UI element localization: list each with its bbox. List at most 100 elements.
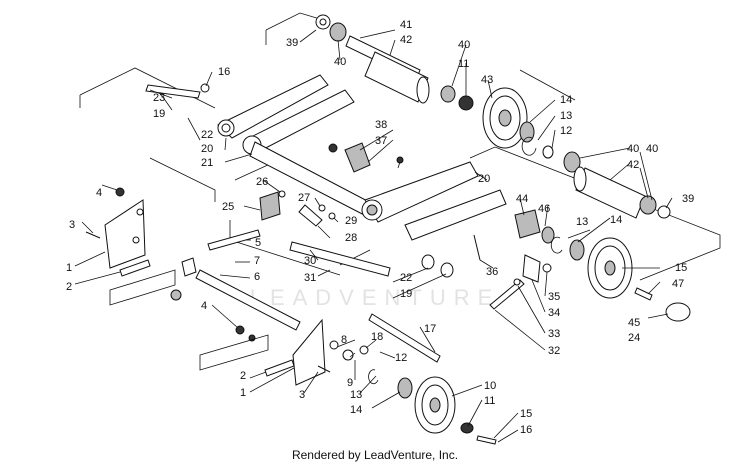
upper-arm-assembly xyxy=(145,74,507,241)
shaft-5 xyxy=(207,229,261,251)
nut-4-upper xyxy=(115,187,125,197)
callout-37: 37 xyxy=(375,135,387,147)
callout-19-right: 19 xyxy=(400,288,412,300)
callout-9: 9 xyxy=(347,377,353,389)
callout-1-upper: 1 xyxy=(66,262,72,274)
bolt-47 xyxy=(634,287,653,301)
callout-3-lower: 3 xyxy=(299,389,305,401)
callout-12-lower: 12 xyxy=(395,352,407,364)
callout-20-right: 20 xyxy=(478,173,490,185)
callout-40-mid: 40 xyxy=(458,39,470,51)
bracket-2-upper xyxy=(119,259,151,277)
callout-39-right: 39 xyxy=(682,193,694,205)
washer-8 xyxy=(329,340,339,350)
arm-20-lower xyxy=(404,189,507,241)
lower-idler-assembly xyxy=(329,340,497,445)
callout-11-lower: 11 xyxy=(484,395,495,407)
nut-11-lower xyxy=(460,422,474,434)
bolt-3-upper xyxy=(85,231,101,239)
callout-38: 38 xyxy=(375,119,387,131)
callout-10: 10 xyxy=(484,380,496,392)
bracket-2-lower xyxy=(264,359,295,377)
snap-ring-13-top xyxy=(521,136,537,156)
callout-19-left: 19 xyxy=(153,108,165,120)
callout-18: 18 xyxy=(371,331,383,343)
spacer-19-right xyxy=(440,262,454,278)
callout-3-upper: 3 xyxy=(69,219,75,231)
bolt-16-lower xyxy=(476,435,497,445)
nut-27 xyxy=(318,204,326,212)
callout-47: 47 xyxy=(672,278,684,290)
callout-34: 34 xyxy=(548,307,560,319)
washer-12-top xyxy=(542,145,554,159)
callout-43: 43 xyxy=(481,74,493,86)
top-roller-assembly xyxy=(315,14,554,159)
callout-20-left: 20 xyxy=(201,143,213,155)
callout-22-left: 22 xyxy=(201,129,213,141)
callout-42-top: 42 xyxy=(400,34,412,46)
callout-41: 41 xyxy=(400,19,412,31)
callout-21: 21 xyxy=(201,157,213,169)
washer-33 xyxy=(513,278,521,286)
roller-tube-42 xyxy=(575,167,646,219)
callout-29: 29 xyxy=(345,215,357,227)
callout-32: 32 xyxy=(548,345,560,357)
nut-35 xyxy=(542,263,552,273)
callout-5: 5 xyxy=(255,237,261,249)
spacer-44 xyxy=(514,209,541,239)
callout-45: 45 xyxy=(628,317,640,329)
callout-1-lower: 1 xyxy=(240,387,246,399)
bearing-40-right-b xyxy=(639,195,657,215)
bracket-1-lower xyxy=(292,318,326,386)
right-roller-assembly xyxy=(563,151,671,219)
callout-28: 28 xyxy=(345,232,357,244)
bearing-14-lower xyxy=(397,377,413,399)
rear-idler-assembly xyxy=(421,209,691,322)
bearing-40-top xyxy=(329,22,347,42)
bolt-16-top xyxy=(200,83,210,93)
bearing-14-right xyxy=(569,239,585,261)
spacer-block xyxy=(181,257,197,277)
callout-2-lower: 2 xyxy=(240,370,246,382)
bearing-46 xyxy=(541,226,555,244)
callout-16-top: 16 xyxy=(218,66,230,78)
callout-35: 35 xyxy=(548,291,560,303)
footer-credit: Rendered by LeadVenture, Inc. xyxy=(291,448,459,462)
callout-13-lower: 13 xyxy=(350,389,362,401)
callout-14-right: 14 xyxy=(610,214,622,226)
callout-15-right: 15 xyxy=(675,262,687,274)
callout-22-right: 22 xyxy=(400,272,412,284)
callout-2-upper: 2 xyxy=(66,281,72,293)
callout-36: 36 xyxy=(486,266,498,278)
callout-31: 31 xyxy=(304,272,316,284)
callout-42-right: 42 xyxy=(627,159,639,171)
callout-27: 27 xyxy=(298,192,310,204)
callout-15-lower: 15 xyxy=(520,408,532,420)
pivot-block-37 xyxy=(344,142,371,173)
callout-17: 17 xyxy=(424,323,436,335)
roller-spacer-42 xyxy=(364,51,429,103)
callout-25: 25 xyxy=(222,201,234,213)
callout-26: 26 xyxy=(256,176,268,188)
callout-30: 30 xyxy=(304,255,316,267)
callout-24: 24 xyxy=(628,332,640,344)
leader-lines xyxy=(74,29,673,443)
callout-33: 33 xyxy=(548,328,560,340)
bearing-40-mid xyxy=(440,85,456,103)
shaft-7 xyxy=(195,269,301,331)
nut-11-top xyxy=(458,95,474,111)
callout-16-lower: 16 xyxy=(520,424,532,436)
left-bracket-assembly xyxy=(85,187,331,386)
callout-14-top: 14 xyxy=(560,94,572,106)
frame-rear-idler xyxy=(469,146,721,281)
callout-40-far: 40 xyxy=(646,143,658,155)
callout-4-upper: 4 xyxy=(96,187,102,199)
bracket-1-upper xyxy=(104,199,146,269)
spacer-9 xyxy=(342,349,354,361)
washer-26 xyxy=(278,190,286,198)
bolt-32 xyxy=(489,279,525,310)
nut-4-mid xyxy=(170,289,182,301)
washer-39-right xyxy=(657,205,671,219)
cap-24 xyxy=(665,302,691,322)
